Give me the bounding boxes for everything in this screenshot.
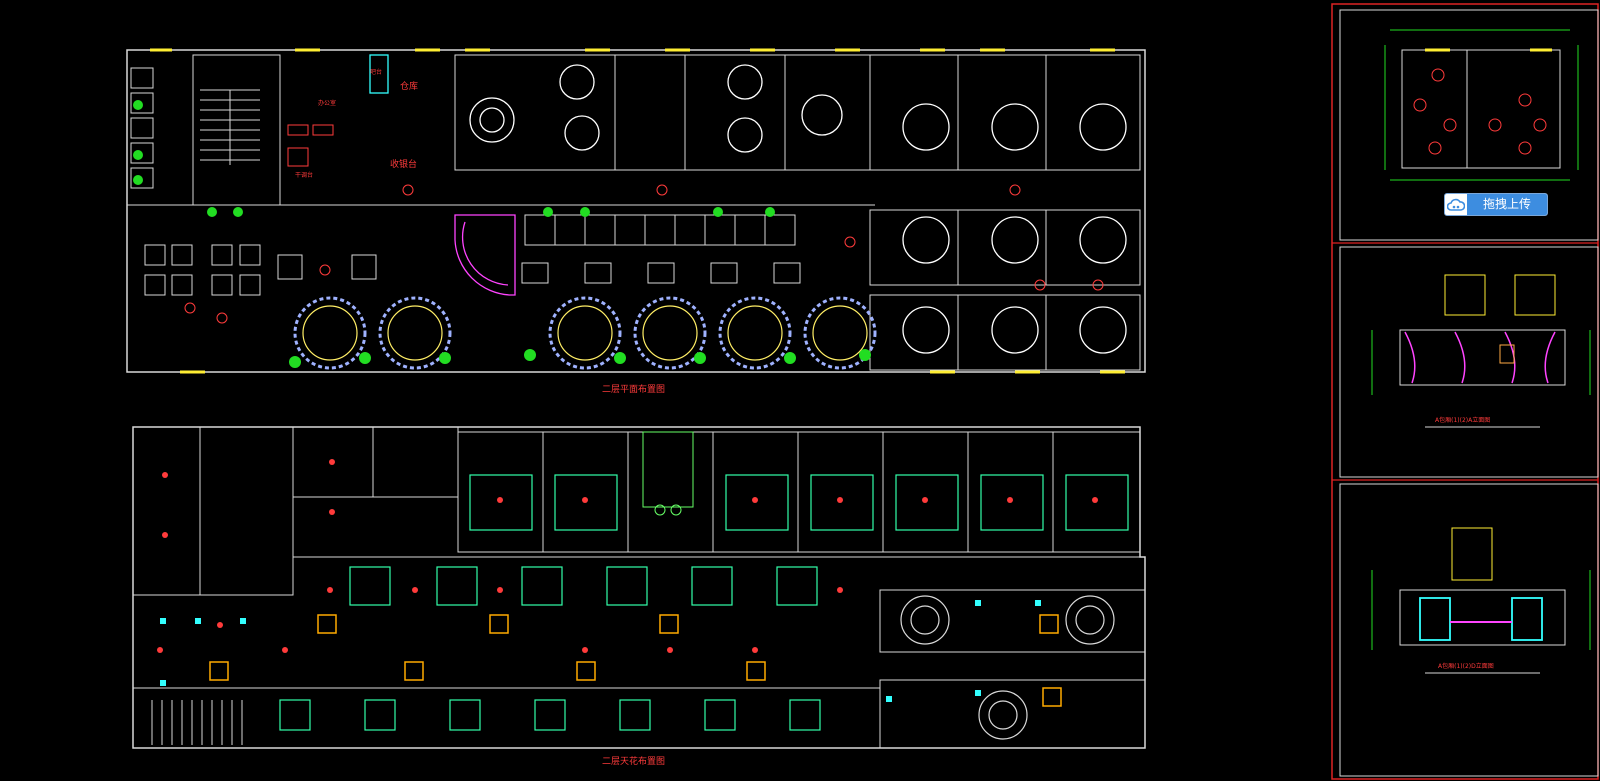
- downlights: [157, 459, 1098, 653]
- upload-button-label: 拖拽上传: [1467, 194, 1547, 215]
- elevation-d: A包厢(1)(2)D立面图: [1399, 527, 1566, 674]
- floor-plan-outline: [126, 49, 1146, 373]
- stair-steps: [200, 89, 260, 165]
- ceiling-lamps: [209, 614, 1062, 707]
- label-office: 办公室: [318, 99, 336, 107]
- booth-row: [524, 214, 796, 246]
- cyan-sprinklers: [160, 600, 1041, 702]
- dimension-lines: [1371, 29, 1591, 650]
- upload-button[interactable]: 拖拽上传: [1444, 193, 1548, 216]
- ceiling-cabinet: [642, 431, 694, 516]
- elevation-a-title: A包厢(1)(2)A立面图: [1435, 416, 1490, 424]
- label-bar: 吧台: [370, 68, 382, 76]
- windows: [150, 48, 1125, 374]
- label-kitchen-pass: 干调台: [295, 171, 313, 179]
- round-tables: [469, 64, 1127, 354]
- private-room-plan: [1401, 49, 1561, 169]
- stair-block: [192, 54, 281, 206]
- banquet-tables: [302, 305, 868, 361]
- ceiling-plan-title: 二层天花布置图: [602, 755, 665, 767]
- ceiling-plan: 二层天花布置图: [132, 426, 1146, 767]
- ceiling-domes: [900, 595, 1115, 740]
- ceiling-rooms: [132, 426, 1146, 749]
- square-tables: [144, 244, 801, 296]
- storage-fixture: [369, 54, 389, 94]
- elevation-a: A包厢(1)(2)A立面图: [1399, 274, 1566, 428]
- floor-plan: 仓库 收银台 吧台 干调台 办公室 二层平面布置图: [126, 48, 1146, 395]
- room-plan-markers: [1413, 68, 1547, 155]
- elevation-d-callouts: [1451, 527, 1493, 581]
- spiral-stair: [454, 214, 516, 296]
- ceiling-slats: [151, 700, 243, 745]
- label-storage: 仓库: [400, 80, 418, 92]
- elevation-sheet: A包厢(1)(2)A立面图 A包厢(1)(2)D立面图: [1331, 3, 1599, 780]
- elevation-a-callouts: [1444, 274, 1556, 316]
- floor-plan-title: 二层平面布置图: [602, 383, 665, 395]
- banquet-chairs: [293, 296, 877, 370]
- left-booths: [130, 67, 154, 189]
- ceiling-plan-outline: [132, 426, 1146, 749]
- plants: [133, 100, 871, 368]
- cloud-upload-icon: [1445, 194, 1467, 215]
- top-private-rooms: [454, 54, 1141, 371]
- elevation-d-title: A包厢(1)(2)D立面图: [1438, 662, 1494, 670]
- kitchen-counters: [287, 124, 334, 167]
- section-markers: [184, 184, 1104, 324]
- ceiling-coffers: [279, 474, 1129, 731]
- label-reception: 收银台: [390, 158, 417, 170]
